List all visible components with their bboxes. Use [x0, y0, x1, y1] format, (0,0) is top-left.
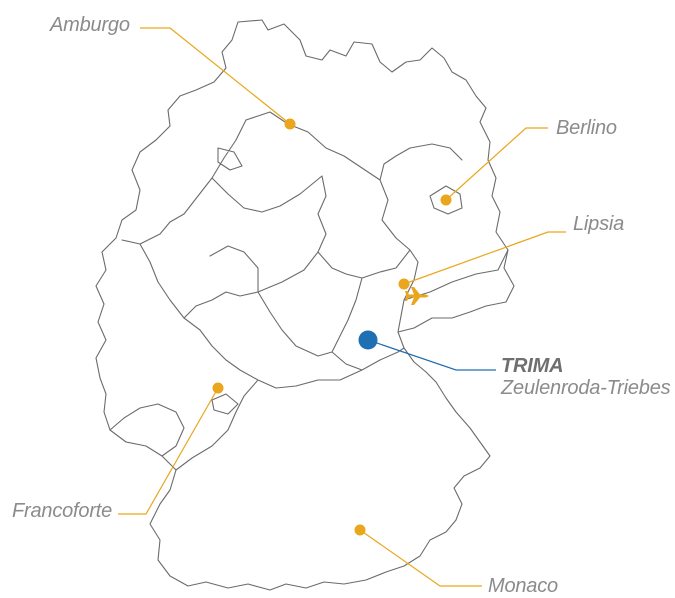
frankfurt-leader [118, 387, 219, 515]
state-borders [109, 111, 509, 471]
berlin-leader [445, 127, 548, 201]
berlin-label: Berlino [556, 117, 617, 139]
berlin-marker [440, 194, 452, 206]
leipzig-marker [398, 278, 410, 290]
trima-marker [358, 330, 378, 350]
trima-label: TRIMA [501, 355, 564, 377]
leipzig-label: Lipsia [573, 213, 625, 235]
munich-leader [359, 529, 482, 587]
hamburg-leader [140, 27, 291, 125]
frankfurt-label: Francoforte [12, 500, 113, 522]
country-border [95, 19, 515, 591]
hamburg-marker [284, 118, 296, 130]
hamburg-label: Amburgo [50, 14, 130, 36]
trima-location-label: Zeulenroda-Triebes [501, 377, 671, 399]
leipzig-leader [403, 231, 566, 285]
munich-marker [354, 524, 366, 536]
airplane-icon [405, 287, 429, 305]
frankfurt-marker [212, 382, 224, 394]
munich-label: Monaco [488, 575, 558, 597]
trima-leader [367, 339, 496, 371]
